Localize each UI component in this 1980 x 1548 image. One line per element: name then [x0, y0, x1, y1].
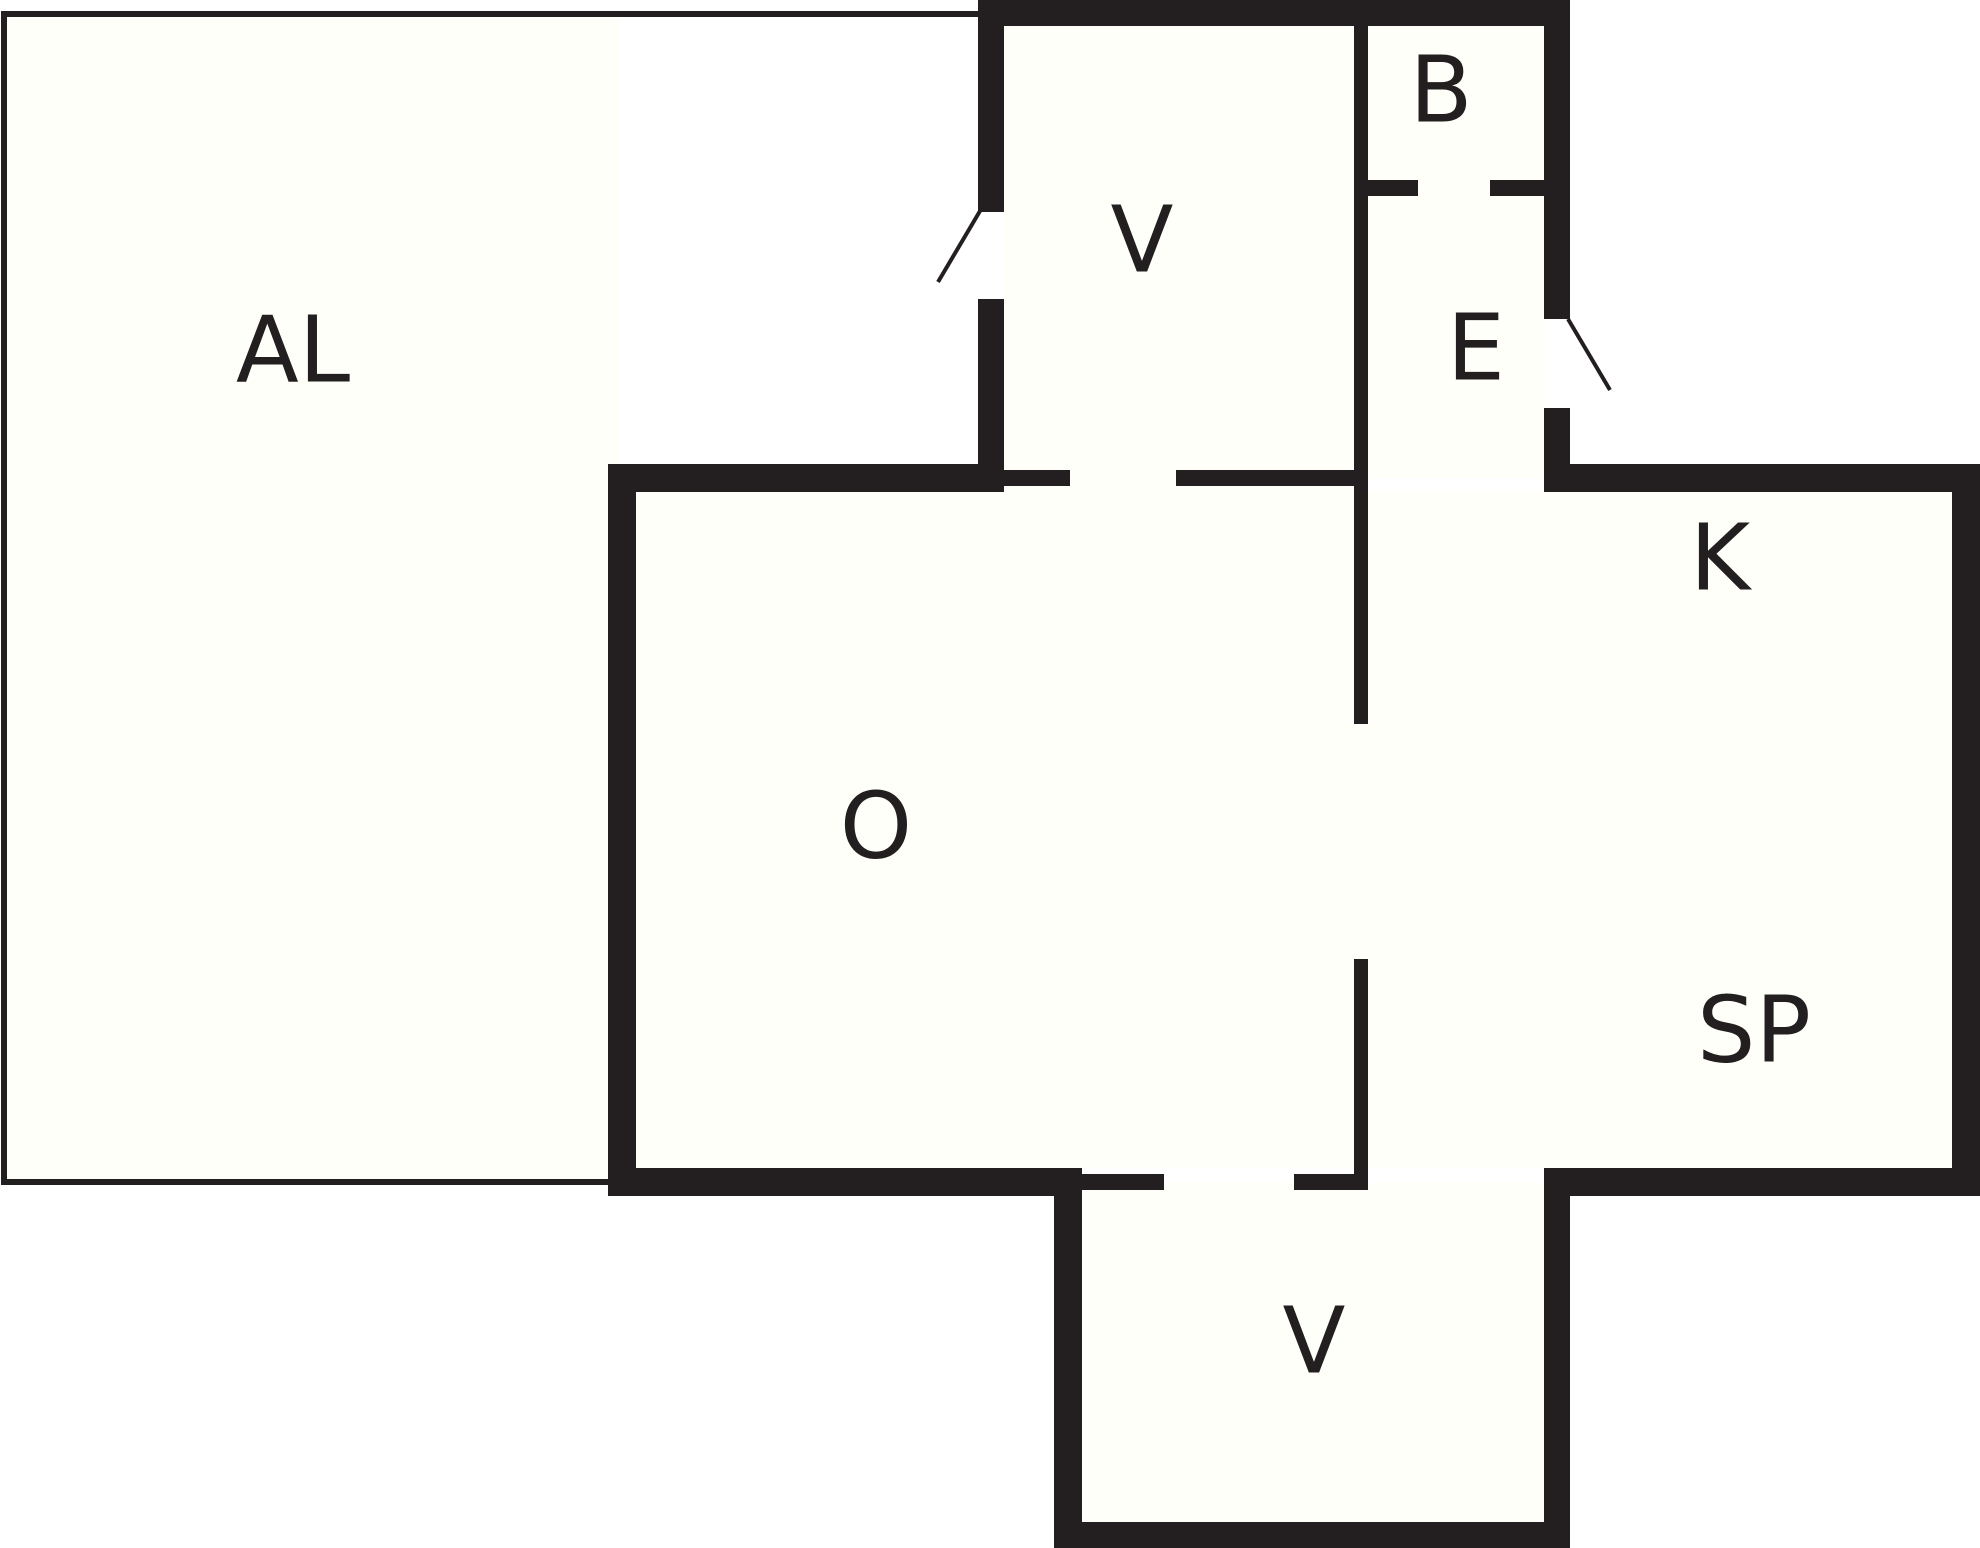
room-label-v-top: V: [1111, 186, 1174, 293]
wall-vb-right: [1544, 1168, 1570, 1548]
door-opening-e: [1544, 319, 1570, 408]
al-outline-line: [1, 11, 982, 1185]
wall-o-left: [608, 464, 636, 1196]
partition-b-right: [1490, 180, 1552, 196]
room-label-e: E: [1447, 294, 1505, 401]
room-label-al: AL: [236, 296, 350, 403]
room-label-sp: SP: [1697, 976, 1811, 1083]
door-swing-e: [1566, 317, 1612, 392]
wall-e-right-lower: [1544, 408, 1570, 492]
wall-e-right-upper: [1544, 0, 1570, 319]
room-label-b: B: [1409, 36, 1472, 143]
floor-main: [636, 492, 1954, 1168]
partition-v-e: [1354, 20, 1368, 724]
wall-o-bottom: [608, 1168, 1082, 1196]
partition-o-sp-lower: [1354, 959, 1368, 1190]
door-opening-v-top: [978, 212, 1004, 299]
wall-v-left-lower: [978, 299, 1004, 492]
room-label-v-bottom: V: [1283, 1287, 1346, 1394]
wall-vb-bottom: [1054, 1522, 1570, 1548]
wall-o-top-left: [608, 464, 1004, 492]
walls: [608, 0, 1980, 1548]
floor-al: [4, 14, 620, 1182]
partition-v-bottom-left: [1000, 470, 1070, 486]
floor-areas: [4, 14, 1954, 1524]
door-swing-v-top: [936, 209, 982, 284]
door-swings: [936, 209, 1612, 392]
partition-b-left: [1354, 180, 1418, 196]
wall-v-left-upper: [978, 0, 1004, 212]
room-labels: AL V B E K O SP V: [236, 36, 1811, 1394]
wall-k-top: [1544, 464, 1980, 492]
door-openings: [978, 212, 1570, 408]
floor-v-top: [1004, 26, 1360, 492]
wall-k-right: [1952, 464, 1980, 1196]
partition-o-bottom-right: [1294, 1174, 1368, 1190]
partition-v-bottom-right: [1176, 470, 1368, 486]
room-label-k: K: [1690, 504, 1753, 611]
room-label-o: O: [840, 772, 912, 879]
wall-vb-left: [1054, 1168, 1082, 1548]
al-outline: [1, 11, 982, 1185]
partitions: [1000, 20, 1552, 1190]
floor-v-bottom: [1080, 1182, 1546, 1524]
wall-top: [978, 0, 1570, 26]
partition-o-bottom-left: [1080, 1174, 1164, 1190]
wall-sp-bottom: [1544, 1168, 1980, 1196]
